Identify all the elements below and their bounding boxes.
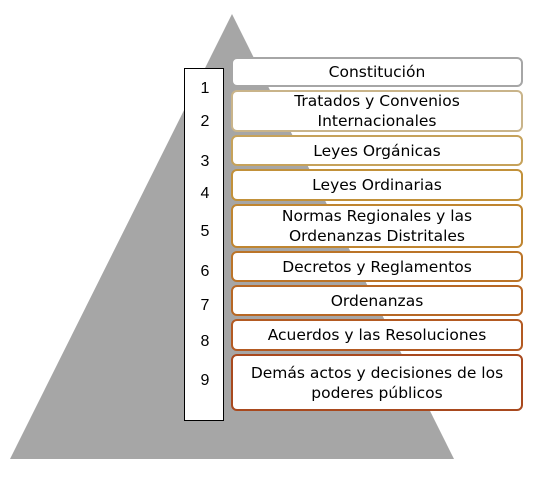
level-box-8: Acuerdos y las Resoluciones: [231, 319, 523, 351]
level-number-6: 6: [200, 263, 210, 280]
level-number-1: 1: [200, 80, 210, 97]
level-label-4: Leyes Ordinarias: [312, 176, 442, 194]
level-label-7: Ordenanzas: [330, 291, 424, 310]
level-label-5: Normas Regionales y las Ordenanzas Distr…: [281, 207, 473, 245]
level-box-6: Decretos y Reglamentos: [231, 251, 523, 282]
level-number-7: 7: [200, 297, 210, 314]
level-number-5: 5: [200, 223, 210, 240]
level-label-2: Tratados y Convenios Internacionales: [294, 92, 460, 130]
level-number-3: 3: [200, 153, 210, 170]
level-label-8: Acuerdos y las Resoluciones: [267, 326, 487, 344]
level-label-3: Leyes Orgánicas: [313, 141, 441, 160]
level-numbers-column: 1 2 3 4 5 6 7 8 9: [184, 68, 224, 421]
level-box-1: Constitución: [231, 57, 523, 87]
level-box-9: Demás actos y decisiones de los poderes …: [231, 354, 523, 411]
level-label-1: Constitución: [328, 63, 426, 81]
level-label-9: Demás actos y decisiones de los poderes …: [250, 363, 504, 402]
level-number-4: 4: [200, 185, 210, 202]
level-number-2: 2: [200, 113, 210, 130]
level-box-2: Tratados y Convenios Internacionales: [231, 90, 523, 132]
level-label-6: Decretos y Reglamentos: [282, 257, 472, 276]
level-box-5: Normas Regionales y las Ordenanzas Distr…: [231, 204, 523, 248]
level-box-7: Ordenanzas: [231, 285, 523, 316]
level-number-9: 9: [200, 372, 210, 389]
level-box-4: Leyes Ordinarias: [231, 169, 523, 201]
level-number-8: 8: [200, 333, 210, 350]
level-box-3: Leyes Orgánicas: [231, 135, 523, 166]
